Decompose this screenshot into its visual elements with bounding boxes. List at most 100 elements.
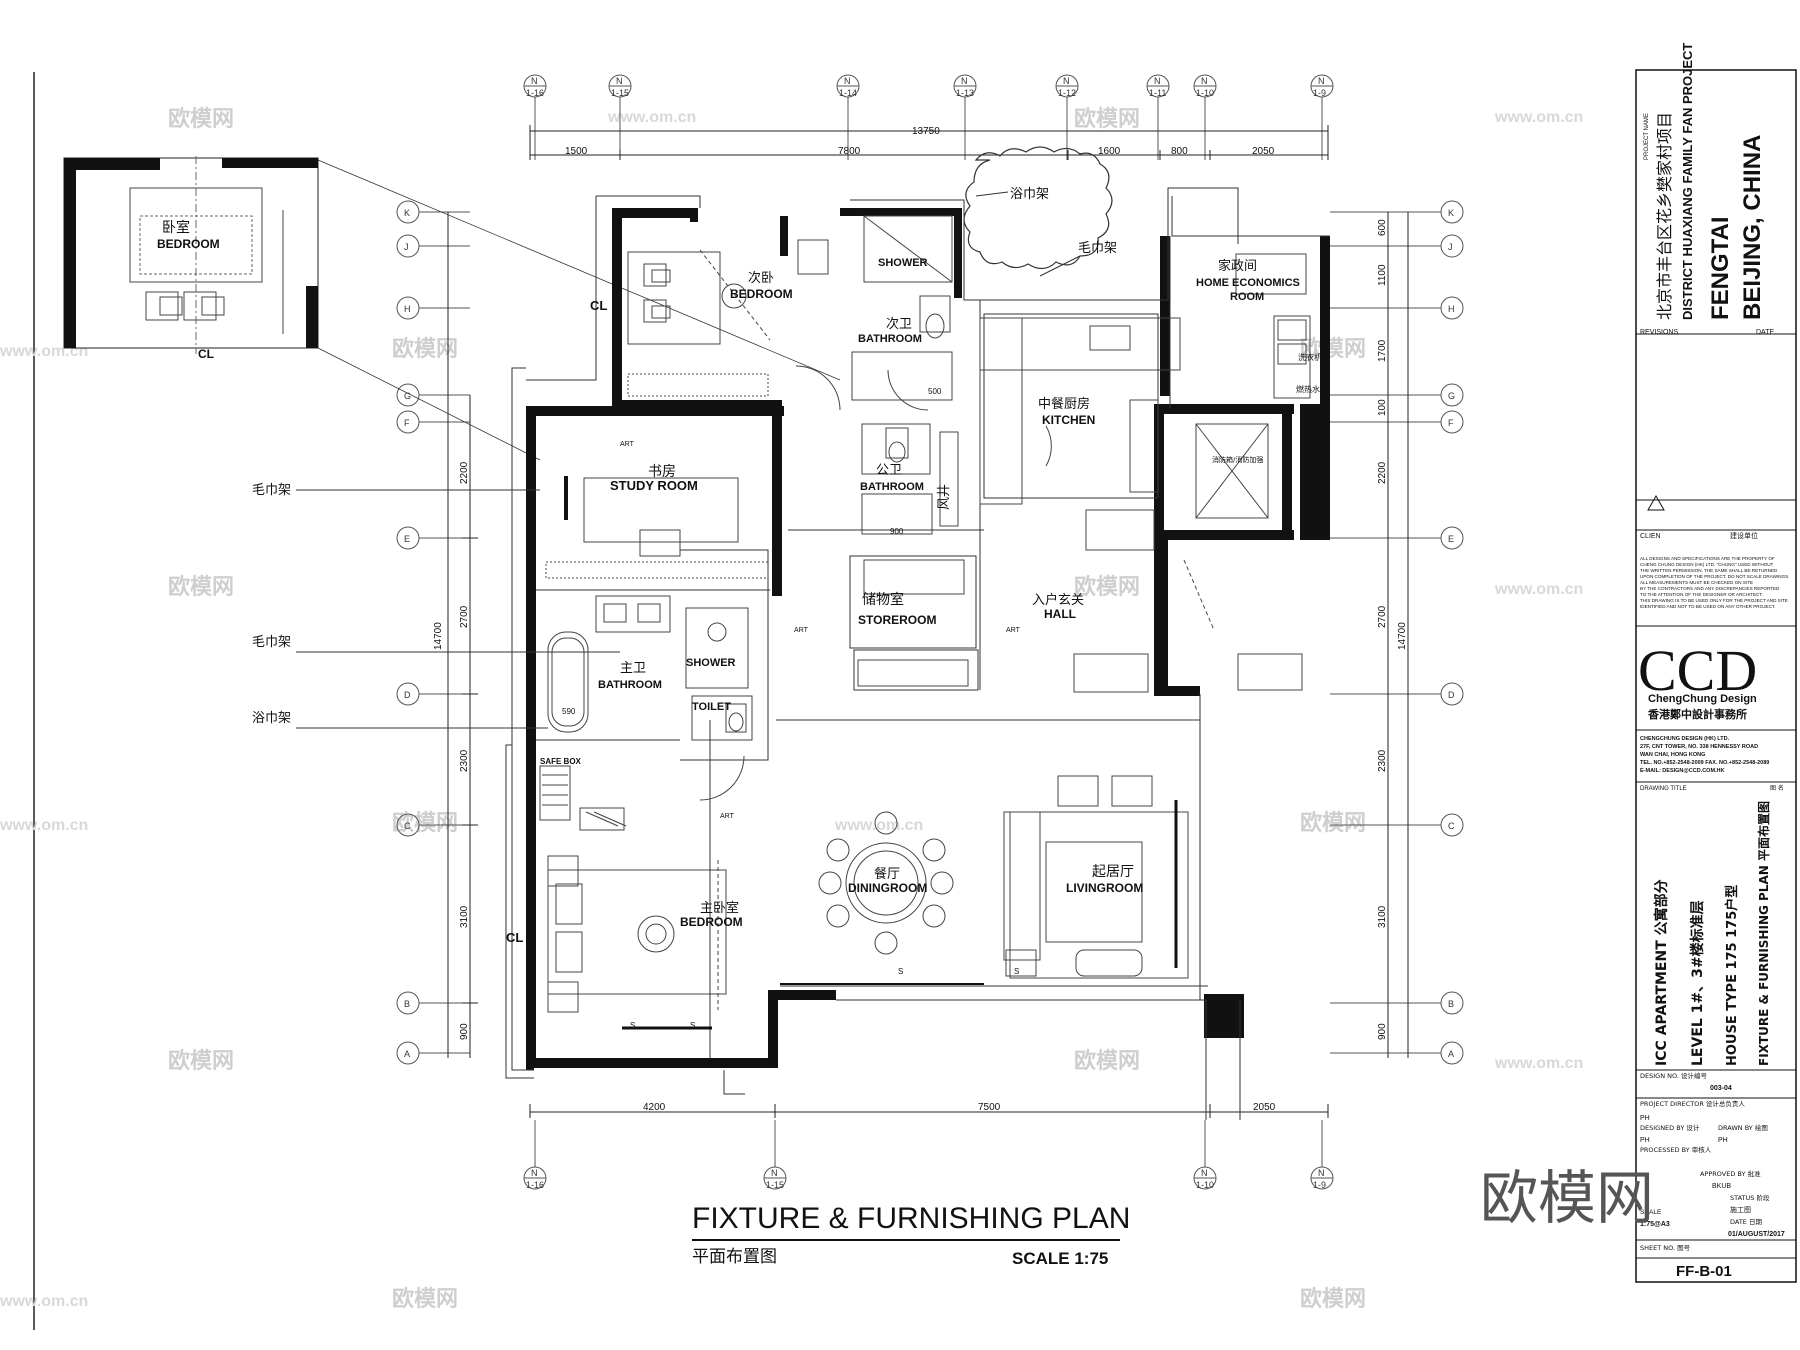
study-label-cn: 书房	[648, 464, 676, 480]
svg-text:K: K	[404, 208, 410, 218]
home-econ-label-cn: 家政间	[1218, 258, 1257, 274]
master-bath-label: BATHROOM	[598, 679, 662, 691]
living-label: LIVINGROOM	[1066, 881, 1143, 895]
svg-text:ART: ART	[1006, 627, 1021, 634]
pillow	[643, 263, 667, 287]
svg-text:N: N	[616, 76, 623, 86]
svg-text:S: S	[690, 1021, 695, 1030]
svg-text:1600: 1600	[1098, 146, 1121, 157]
towel-rail-note-left-2: 毛巾架	[252, 635, 291, 650]
svg-text:A: A	[404, 1049, 410, 1059]
svg-text:1-15: 1-15	[611, 88, 629, 98]
study-label: STUDY ROOM	[610, 478, 698, 493]
right-grid-labels: K J H G F E D C B A	[1448, 208, 1455, 1059]
master-bath-label-cn: 主卫	[620, 661, 646, 676]
bedroom2-label: BEDROOM	[730, 287, 793, 301]
project-city-2: BEIJING, CHINA	[1739, 135, 1766, 320]
svg-text:TO THE ATTENTION OF THE DESIGN: TO THE ATTENTION OF THE DESIGNER OR ARCH…	[1640, 592, 1763, 597]
svg-text:SCALE: SCALE	[1640, 1209, 1662, 1216]
watermark-url: www.om.cn	[1494, 1055, 1583, 1072]
elevator	[1195, 423, 1269, 519]
watermark-text: 欧模网	[392, 1286, 458, 1312]
svg-text:B: B	[1448, 999, 1454, 1009]
armchair	[1111, 775, 1153, 807]
kitchen-label: KITCHEN	[1042, 413, 1095, 427]
armchair	[1057, 775, 1099, 807]
watermark-text: 欧模网	[168, 1048, 234, 1074]
home-econ-label-2: ROOM	[1230, 291, 1264, 303]
dining-table	[845, 842, 927, 924]
svg-text:1-10: 1-10	[1196, 88, 1214, 98]
ccd-logo-cn: 香港鄭中設計事務所	[1647, 707, 1747, 721]
svg-text:13750: 13750	[912, 126, 940, 137]
desk-chair	[797, 239, 829, 275]
study-desk	[583, 477, 739, 543]
closet-rack	[579, 807, 625, 831]
study-shelf	[545, 561, 769, 579]
shower-box	[863, 215, 953, 283]
shower2-label: SHOWER	[686, 657, 736, 669]
svg-text:4200: 4200	[643, 1102, 666, 1113]
svg-text:J: J	[404, 242, 409, 252]
bathroom2-label-cn: 次卫	[886, 316, 912, 332]
hall-label: HALL	[1044, 607, 1076, 621]
room-labels: 次卧 BEDROOM SHOWER 次卫 BATHROOM CL 家政间 HOM…	[506, 257, 1300, 945]
svg-text:N: N	[1154, 76, 1161, 86]
bottom-grid-labels: N N N N 1-16 1-15 1-10 1-9	[526, 1168, 1326, 1190]
shoe-cabinet	[1073, 653, 1149, 693]
hall-label-cn: 入户玄关	[1032, 592, 1084, 608]
svg-text:SHEET NO. 图号: SHEET NO. 图号	[1640, 1244, 1691, 1252]
svg-text:1-15: 1-15	[766, 1180, 784, 1190]
master-bed-label: BEDROOM	[680, 915, 743, 929]
cl-master-label: CL	[506, 930, 523, 945]
watermark-url: www.om.cn	[0, 1293, 88, 1310]
master-bed-label-cn: 主卧室	[700, 900, 739, 916]
watermark-url: www.om.cn	[834, 817, 923, 834]
wardrobe	[627, 373, 769, 397]
kitchen-label-cn: 中餐厨房	[1038, 396, 1090, 412]
living-label-cn: 起居厅	[1092, 864, 1134, 880]
svg-text:PROJECT DIRECTOR 设计总负责人: PROJECT DIRECTOR 设计总负责人	[1640, 1099, 1745, 1108]
living-rug	[1009, 811, 1189, 979]
svg-text:N: N	[1318, 76, 1325, 86]
kitchen-counter-side	[979, 317, 1023, 505]
home-econ-label: HOME ECONOMICS	[1196, 277, 1300, 289]
svg-text:2300: 2300	[459, 749, 470, 772]
svg-text:ALL MEASUREMENTS MUST BE CHECK: ALL MEASUREMENTS MUST BE CHECKED ON SITE	[1640, 580, 1753, 585]
master-bed	[547, 869, 727, 995]
watermark-text: 欧模网	[1300, 336, 1366, 362]
title-block: PROJECT NAME 北京市丰台区花乡樊家村项目 DISTRICT HUAX…	[1635, 43, 1797, 1283]
right-dimension-lines	[1387, 212, 1409, 1058]
towel-rack-note: 浴巾架	[1010, 187, 1049, 202]
svg-text:S: S	[630, 1021, 635, 1030]
svg-text:1100: 1100	[1377, 264, 1388, 286]
svg-text:1700: 1700	[1377, 339, 1388, 362]
svg-text:600: 600	[1377, 219, 1388, 236]
top-dimension-lines	[529, 125, 1329, 160]
svg-text:N: N	[1318, 1168, 1325, 1178]
dining-label: DININGROOM	[848, 881, 927, 895]
coffee-table	[1045, 841, 1143, 943]
kitchen-counter	[979, 317, 1181, 371]
svg-text:ART: ART	[794, 627, 809, 634]
annotations: 浴巾架 毛巾架 毛巾架 毛巾架 浴巾架 ART ART ART ART S S …	[252, 187, 1328, 1030]
svg-text:F: F	[404, 418, 410, 428]
watermark-text: 欧模网	[1300, 1286, 1366, 1312]
svg-text:CHENG CHUNG DESIGN (HK) LTD. ": CHENG CHUNG DESIGN (HK) LTD. "CHUNG" USE…	[1640, 562, 1774, 567]
svg-text:S: S	[1014, 967, 1019, 976]
public-bath-label: BATHROOM	[860, 481, 924, 493]
drawing-title-cn: 平面布置图	[692, 1247, 777, 1267]
watermark-text: 欧模网	[168, 574, 234, 600]
title-block-scale: 1:75@A3	[1640, 1221, 1670, 1228]
svg-text:PH: PH	[1718, 1137, 1728, 1144]
svg-text:800: 800	[1171, 146, 1188, 157]
main-walls	[526, 208, 1330, 1070]
svg-text:ALL DESIGNS AND SPECIFICATIONS: ALL DESIGNS AND SPECIFICATIONS ARE THE P…	[1640, 556, 1775, 561]
drawing-title-line4: FIXTURE & FURNISHING PLAN 平面布置图	[1756, 801, 1771, 1066]
grid-bubble	[523, 74, 547, 160]
bed	[627, 251, 721, 345]
furniture-layer	[539, 215, 1311, 1030]
svg-text:BKUB: BKUB	[1712, 1183, 1731, 1190]
svg-text:N: N	[1063, 76, 1070, 86]
svg-text:洗衣机: 洗衣机	[1298, 352, 1322, 362]
